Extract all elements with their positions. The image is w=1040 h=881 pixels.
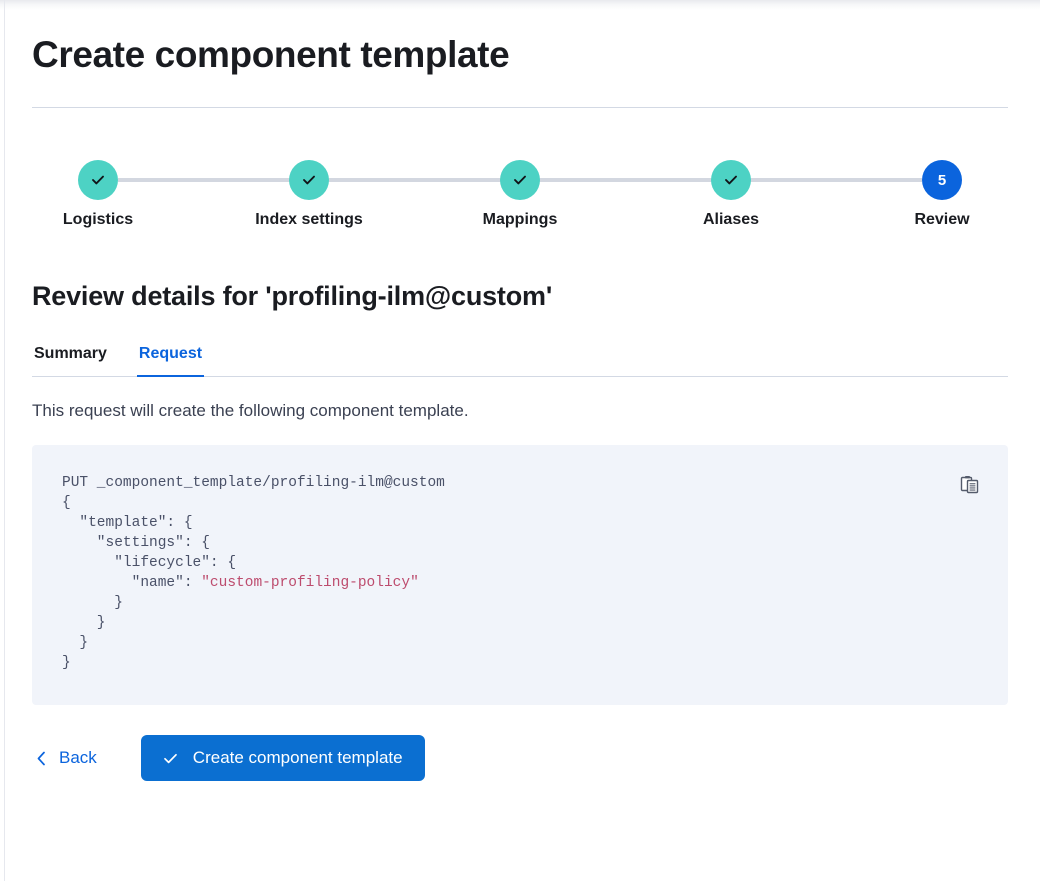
title-divider (32, 107, 1008, 108)
step-mappings-label: Mappings (482, 211, 558, 228)
request-code-block: PUT _component_template/profiling-ilm@cu… (32, 445, 1008, 705)
request-line-name-key: "name": (62, 575, 202, 591)
step-review-number: 5 (937, 171, 947, 189)
request-method-line: PUT _component_template/profiling-ilm@cu… (62, 475, 445, 491)
tab-request[interactable]: Request (136, 341, 205, 377)
step-review-label: Review (914, 211, 970, 228)
request-body-open: { (62, 495, 71, 511)
check-icon (92, 175, 104, 185)
step-mappings-circle[interactable] (500, 160, 540, 200)
step-review-circle[interactable]: 5 (922, 160, 962, 200)
copy-icon (960, 476, 979, 494)
step-aliases-circle[interactable] (711, 160, 751, 200)
step-aliases-label: Aliases (702, 211, 760, 228)
chevron-left-icon (37, 751, 45, 765)
check-icon (514, 175, 526, 185)
review-heading: Review details for 'profiling-ilm@custom… (32, 281, 553, 311)
check-icon (725, 175, 737, 185)
create-component-template-label: Create component template (192, 748, 403, 767)
check-icon (303, 175, 315, 185)
request-close-template: } (62, 635, 89, 651)
back-button-label: Back (59, 748, 97, 767)
request-close-lifecycle: } (62, 595, 123, 611)
step-logistics-label: Logistics (62, 211, 134, 228)
steps-indicator: Logistics Index settings Mappings (32, 160, 1008, 246)
copy-request-button[interactable] (956, 471, 984, 499)
request-line-settings: "settings": { (62, 535, 210, 551)
request-close-settings: } (62, 615, 106, 631)
create-component-template-button[interactable]: Create component template (140, 735, 425, 781)
request-body-close: } (62, 655, 71, 671)
step-logistics-circle[interactable] (78, 160, 118, 200)
panel-left-border (4, 0, 5, 881)
request-description: This request will create the following c… (32, 401, 469, 420)
step-index-settings-circle[interactable] (289, 160, 329, 200)
back-button[interactable]: Back (32, 742, 99, 774)
step-index-settings-label: Index settings (255, 211, 363, 228)
request-line-lifecycle: "lifecycle": { (62, 555, 237, 571)
check-icon (163, 753, 177, 763)
wizard-actions: Back Create component template (32, 735, 1008, 781)
panel-top-shade (0, 0, 1040, 10)
tab-summary[interactable]: Summary (32, 341, 109, 377)
page-title: Create component template (32, 34, 510, 75)
request-code: PUT _component_template/profiling-ilm@cu… (62, 473, 978, 673)
request-line-template: "template": { (62, 515, 193, 531)
review-tabs: Summary Request (32, 341, 1008, 377)
request-line-name-value: "custom-profiling-policy" (201, 575, 419, 591)
